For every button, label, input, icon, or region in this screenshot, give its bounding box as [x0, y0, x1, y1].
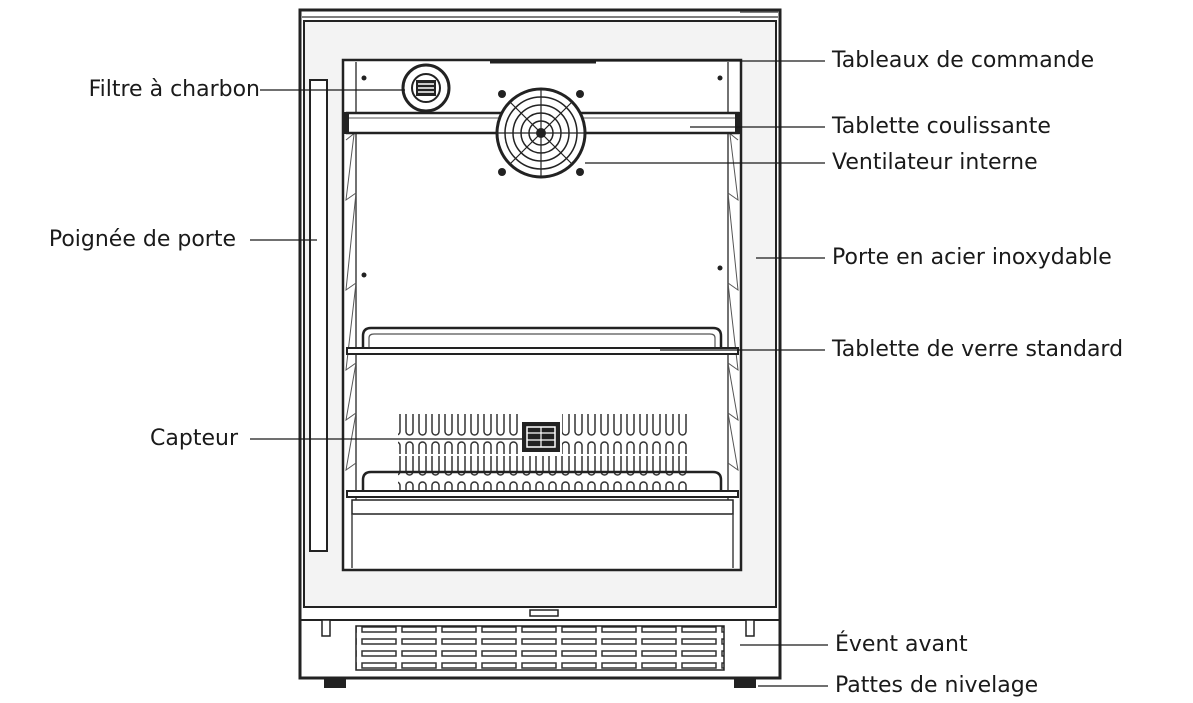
bottom-shelf — [346, 470, 739, 568]
front-vent — [300, 609, 780, 671]
label-tablette-verre-standard: Tablette de verre standard — [832, 337, 1124, 362]
label-capteur: Capteur — [150, 426, 238, 451]
label-porte-acier-inoxydable: Porte en acier inoxydable — [832, 245, 1112, 270]
label-event-avant: Évent avant — [835, 632, 968, 657]
leveling-feet — [324, 678, 756, 688]
interior-vent-slots — [398, 414, 690, 492]
label-tableaux-de-commande: Tableaux de commande — [832, 48, 1095, 73]
internal-fan — [495, 87, 587, 179]
label-ventilateur-interne: Ventilateur interne — [832, 150, 1038, 175]
label-poignee-de-porte: Poignée de porte — [48, 227, 236, 252]
glass-shelf — [346, 326, 739, 355]
label-pattes-de-nivelage: Pattes de nivelage — [835, 673, 1039, 698]
door-handle — [309, 79, 328, 552]
label-filtre-a-charbon: Filtre à charbon — [88, 77, 260, 102]
label-tablette-coulissante: Tablette coulissante — [832, 114, 1051, 139]
charcoal-filter — [401, 63, 451, 113]
leader-lines — [250, 60, 828, 687]
sensor — [522, 422, 560, 452]
